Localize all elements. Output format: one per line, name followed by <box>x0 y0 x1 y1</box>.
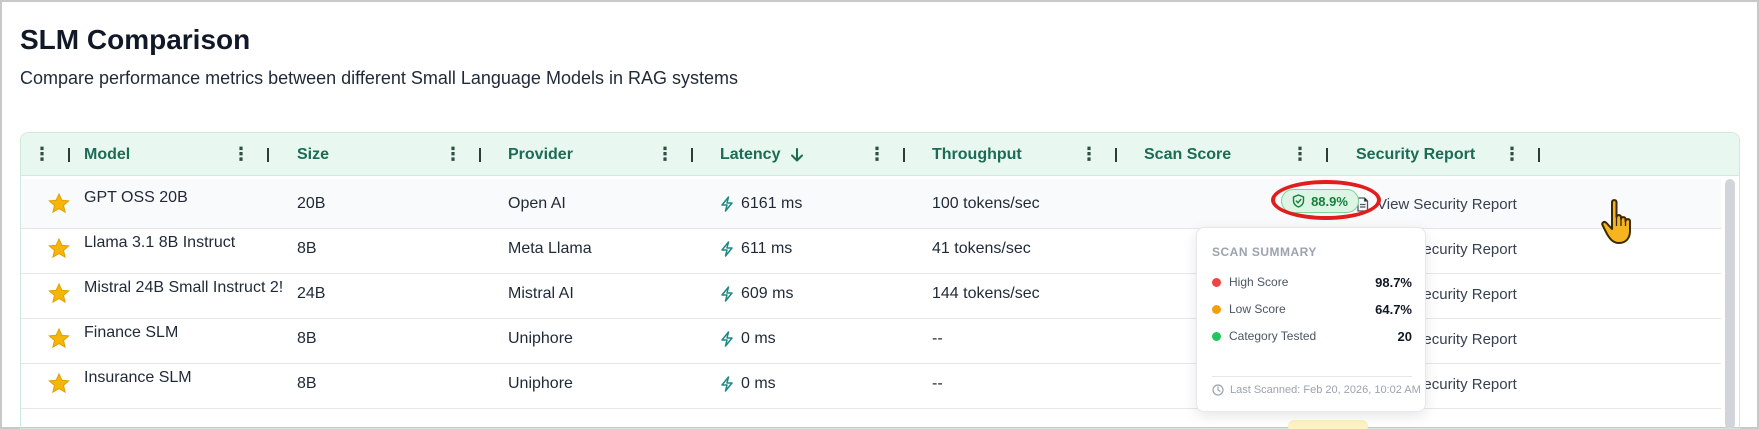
vertical-scrollbar[interactable] <box>1725 179 1735 428</box>
comparison-table: ⋮ Model ⋮ Size ⋮ Provider ⋮ Latency ⋮ Th… <box>20 132 1740 429</box>
view-security-report-label: View Security Report <box>1377 195 1517 213</box>
column-header-size[interactable]: Size <box>297 145 330 163</box>
highlight-annotation <box>1271 180 1381 220</box>
favorite-star-icon[interactable] <box>48 192 70 219</box>
table-row[interactable]: GPT OSS 20B 20B Open AI 6161 ms 100 tokens/s… <box>21 179 1721 229</box>
model-size: 8B <box>297 330 317 347</box>
scan-summary-popover: SCAN SUMMARY High Score 98.7% Low Score … <box>1196 227 1426 412</box>
scan-summary-value: 98.7% <box>1375 274 1412 290</box>
table-row[interactable]: Mistral 24B Small Instruct 2! 24B Mistral … <box>21 269 1721 319</box>
scan-score-badge-partial[interactable] <box>1288 420 1368 429</box>
scan-summary-value: 20 <box>1397 328 1412 344</box>
column-menu-icon[interactable]: ⋮ <box>444 144 462 164</box>
column-resize-handle[interactable] <box>903 148 905 162</box>
model-size: 8B <box>297 375 317 392</box>
scan-summary-title: SCAN SUMMARY <box>1212 245 1317 259</box>
model-throughput: 144 tokens/sec <box>932 285 1040 302</box>
latency-value: 0 ms <box>741 375 776 392</box>
status-dot <box>1212 331 1221 341</box>
model-size: 24B <box>297 285 326 302</box>
column-menu-icon[interactable]: ⋮ <box>33 144 51 164</box>
scan-summary-value: 64.7% <box>1375 301 1412 317</box>
lightning-icon <box>720 331 734 347</box>
column-resize-handle[interactable] <box>691 148 693 162</box>
column-resize-handle[interactable] <box>1115 148 1117 162</box>
scan-summary-high-score: High Score 98.7% <box>1212 273 1412 291</box>
last-scanned-text: Last Scanned: Feb 20, 2026, 10:02 AM <box>1230 384 1421 396</box>
scan-summary-label: Low Score <box>1229 302 1286 316</box>
model-provider: Uniphore <box>508 375 573 392</box>
model-provider: Open AI <box>508 195 566 212</box>
clock-icon <box>1212 384 1224 396</box>
latency-value: 6161 ms <box>741 195 803 212</box>
divider <box>1212 376 1412 377</box>
lightning-icon <box>720 286 734 302</box>
favorite-star-icon[interactable] <box>48 282 70 309</box>
sort-descending-icon[interactable] <box>790 147 804 163</box>
model-throughput: -- <box>932 375 943 392</box>
column-header-provider[interactable]: Provider <box>508 145 573 163</box>
latency-value: 0 ms <box>741 330 776 347</box>
lightning-icon <box>720 376 734 392</box>
column-menu-icon[interactable]: ⋮ <box>656 144 674 164</box>
last-scanned: Last Scanned: Feb 20, 2026, 10:02 AM <box>1212 384 1421 396</box>
status-dot <box>1212 277 1221 287</box>
column-header-security-report[interactable]: Security Report <box>1356 145 1476 163</box>
favorite-star-icon[interactable] <box>48 237 70 264</box>
model-latency: 0 ms <box>720 359 776 409</box>
page-subtitle: Compare performance metrics between diff… <box>20 68 738 88</box>
column-menu-icon[interactable]: ⋮ <box>232 144 250 164</box>
lightning-icon <box>720 196 734 212</box>
model-provider: Meta Llama <box>508 240 592 257</box>
column-menu-icon[interactable]: ⋮ <box>1291 144 1309 164</box>
model-name: GPT OSS 20B <box>84 189 188 206</box>
column-menu-icon[interactable]: ⋮ <box>868 144 886 164</box>
column-resize-handle[interactable] <box>1326 148 1328 162</box>
scan-summary-category-tested: Category Tested 20 <box>1212 327 1412 345</box>
model-latency: 6161 ms <box>720 179 802 229</box>
model-latency: 609 ms <box>720 269 793 319</box>
column-header-model[interactable]: Model <box>84 145 131 163</box>
scan-summary-low-score: Low Score 64.7% <box>1212 300 1412 318</box>
column-header-latency-label: Latency <box>720 145 781 163</box>
latency-value: 611 ms <box>741 240 793 257</box>
column-resize-handle[interactable] <box>68 148 70 162</box>
table-header: ⋮ Model ⋮ Size ⋮ Provider ⋮ Latency ⋮ Th… <box>21 133 1739 176</box>
table-row[interactable]: Llama 3.1 8B Instruct 8B Meta Llama 611 ms 4… <box>21 224 1721 274</box>
model-name: Llama 3.1 8B Instruct <box>84 234 236 251</box>
view-security-report-link[interactable]: View Security Report <box>1356 179 1517 229</box>
page-title: SLM Comparison <box>20 24 251 55</box>
column-header-scan-score[interactable]: Scan Score <box>1144 145 1232 163</box>
column-header-latency[interactable]: Latency <box>720 133 804 176</box>
model-latency: 611 ms <box>720 224 792 274</box>
model-name: Insurance SLM <box>84 369 192 386</box>
favorite-star-icon[interactable] <box>48 372 70 399</box>
latency-value: 609 ms <box>741 285 794 302</box>
column-header-throughput[interactable]: Throughput <box>932 145 1022 163</box>
model-provider: Mistral AI <box>508 285 574 302</box>
column-resize-handle[interactable] <box>479 148 481 162</box>
favorite-star-icon[interactable] <box>48 327 70 354</box>
model-size: 20B <box>297 195 326 212</box>
hand-pointer-cursor-icon <box>1600 198 1646 251</box>
scan-summary-label: Category Tested <box>1229 329 1317 343</box>
lightning-icon <box>720 241 734 257</box>
status-dot <box>1212 304 1221 314</box>
model-name: Mistral 24B Small Instruct 2! <box>84 279 284 296</box>
model-name: Finance SLM <box>84 324 179 341</box>
model-throughput: 41 tokens/sec <box>932 240 1031 257</box>
model-provider: Uniphore <box>508 330 573 347</box>
model-size: 8B <box>297 240 317 257</box>
model-throughput: -- <box>932 330 943 347</box>
model-latency: 0 ms <box>720 314 776 364</box>
column-menu-icon[interactable]: ⋮ <box>1503 144 1521 164</box>
scan-summary-label: High Score <box>1229 275 1289 289</box>
column-resize-handle[interactable] <box>267 148 269 162</box>
column-resize-handle[interactable] <box>1538 148 1540 162</box>
column-menu-icon[interactable]: ⋮ <box>1080 144 1098 164</box>
model-throughput: 100 tokens/sec <box>932 195 1040 212</box>
